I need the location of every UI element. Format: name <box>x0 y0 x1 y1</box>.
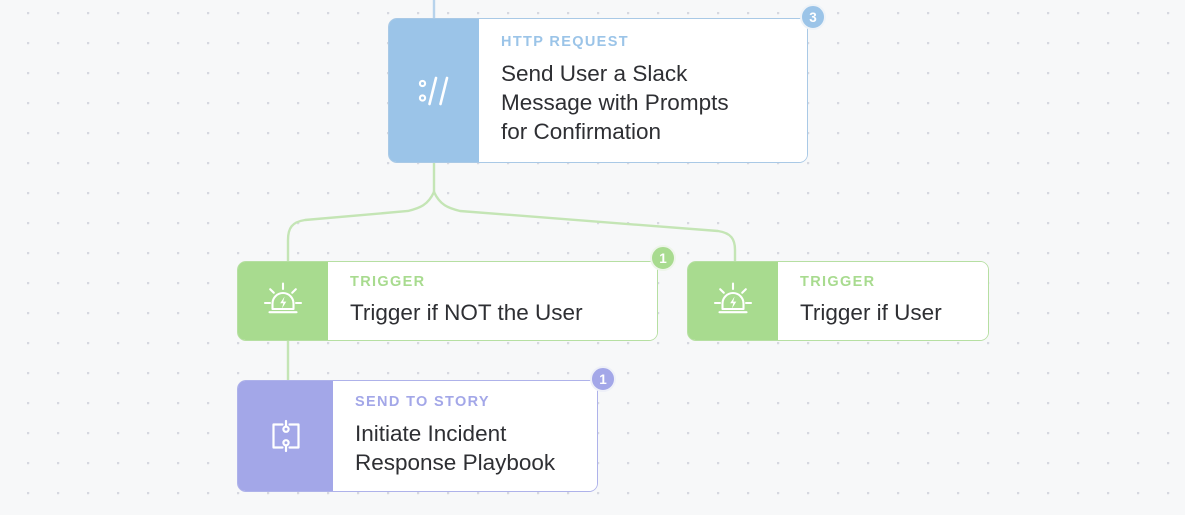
node-send-to-story-title: Initiate Incident Response Playbook <box>355 420 556 475</box>
edge-http-to-trigger-user <box>432 190 737 263</box>
node-trigger-not-user[interactable]: TRIGGER Trigger if NOT the User 1 <box>237 245 676 341</box>
node-trigger-not-user-kicker: TRIGGER <box>350 273 426 290</box>
node-send-to-story-inner: SEND TO STORY Initiate Incident Response… <box>238 381 597 491</box>
node-trigger-not-user-inner: TRIGGER Trigger if NOT the User <box>238 262 657 340</box>
siren-alert-icon <box>261 279 305 323</box>
node-http-request[interactable]: HTTP REQUEST Send User a Slack Message w… <box>388 4 826 163</box>
node-send-to-story-body: SEND TO STORY Initiate Incident Response… <box>333 381 597 491</box>
node-send-to-story-badge[interactable]: 1 <box>590 366 616 392</box>
node-trigger-not-user-icon-pane <box>238 262 328 340</box>
node-http-request-kicker: HTTP REQUEST <box>501 34 629 51</box>
node-http-request-inner: HTTP REQUEST Send User a Slack Message w… <box>389 19 807 162</box>
node-trigger-not-user-body: TRIGGER Trigger if NOT the User <box>328 262 657 340</box>
node-send-to-story-icon-pane <box>238 381 333 491</box>
node-http-request-body: HTTP REQUEST Send User a Slack Message w… <box>479 19 807 162</box>
siren-alert-icon <box>711 279 755 323</box>
node-trigger-user[interactable]: TRIGGER Trigger if User <box>687 261 989 341</box>
node-trigger-not-user-title: Trigger if NOT the User <box>350 300 583 326</box>
node-send-to-story-kicker: SEND TO STORY <box>355 394 490 411</box>
node-http-request-badge[interactable]: 3 <box>800 4 826 30</box>
url-scheme-icon <box>412 69 456 113</box>
node-trigger-not-user-badge[interactable]: 1 <box>650 245 676 271</box>
node-http-request-icon-pane <box>389 19 479 162</box>
story-bracket-icon <box>263 413 309 459</box>
node-trigger-user-inner: TRIGGER Trigger if User <box>688 262 988 340</box>
node-http-request-title: Send User a Slack Message with Prompts f… <box>501 60 729 144</box>
node-trigger-user-icon-pane <box>688 262 778 340</box>
edge-http-to-trigger-not-user <box>286 190 436 263</box>
node-trigger-user-body: TRIGGER Trigger if User <box>778 262 988 340</box>
node-send-to-story[interactable]: SEND TO STORY Initiate Incident Response… <box>237 366 616 492</box>
node-trigger-user-title: Trigger if User <box>800 300 942 326</box>
node-trigger-user-kicker: TRIGGER <box>800 273 876 290</box>
